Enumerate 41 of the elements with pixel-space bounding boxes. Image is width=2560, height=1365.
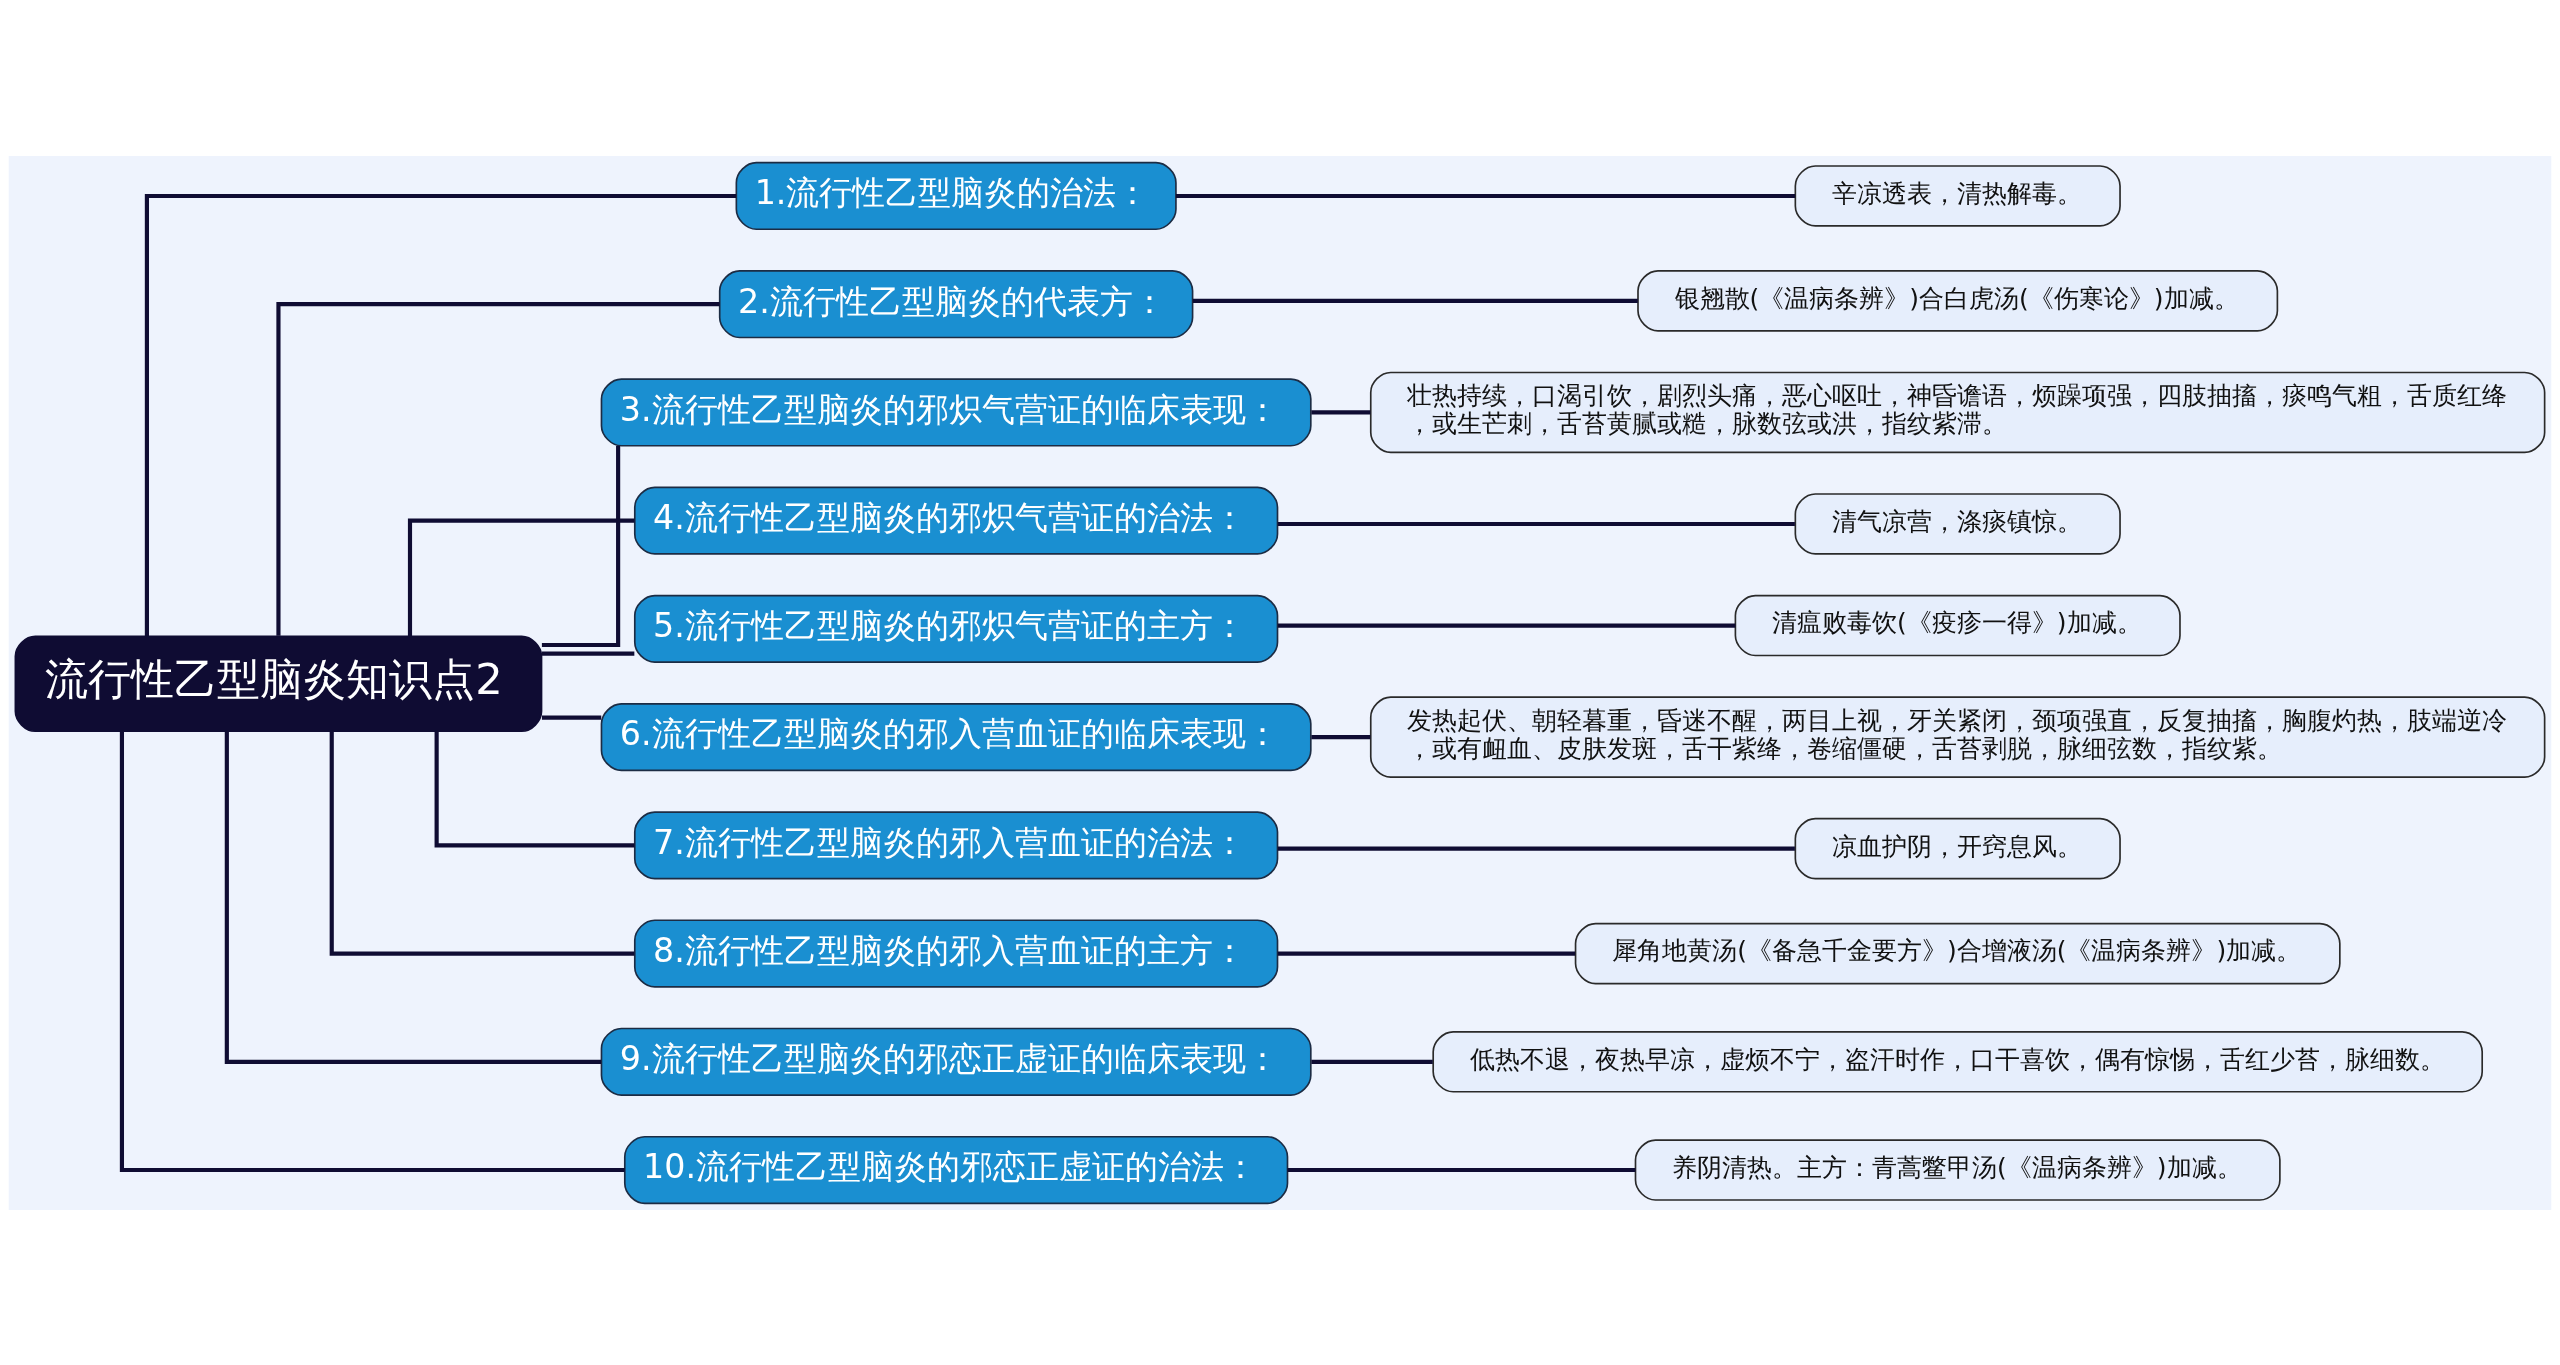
node-box: 8.流行性乙型脑炎的邪入营血证的主方： xyxy=(633,918,1279,988)
connector xyxy=(224,731,602,1064)
connector xyxy=(1277,951,1576,956)
node-box: 7.流行性乙型脑炎的邪入营血证的治法： xyxy=(633,810,1279,879)
node-box: 2.流行性乙型脑炎的代表方： xyxy=(718,269,1194,338)
connector xyxy=(1287,1167,1636,1172)
node-box: 5.流行性乙型脑炎的邪炽气营证的主方： xyxy=(633,594,1279,663)
connector xyxy=(1311,409,1371,414)
node-box: 9.流行性乙型脑炎的邪恋正虚证的临床表现： xyxy=(600,1027,1312,1096)
connector xyxy=(1277,846,1795,851)
connector xyxy=(119,730,625,1172)
connector xyxy=(1175,193,1796,198)
connector xyxy=(434,730,635,847)
connector xyxy=(329,730,635,956)
connector xyxy=(541,651,635,656)
connector xyxy=(1277,521,1795,526)
node-box: 清瘟败毒饮(《疫疹一得》)加减。 xyxy=(1734,594,2181,656)
node-box: 银翘散(《温病条辨》)合白虎汤(《伤寒论》)加减。 xyxy=(1637,269,2279,332)
connector xyxy=(407,518,635,636)
node-box: 6.流行性乙型脑炎的邪入营血证的临床表现： xyxy=(600,702,1312,771)
node-box: 辛凉透表，清热解毒。 xyxy=(1794,164,2121,227)
node-box: 1.流行性乙型脑炎的治法： xyxy=(735,161,1177,230)
node-box: 犀角地黄汤(《备急千金要方》)合增液汤(《温病条辨》)加减。 xyxy=(1574,922,2341,984)
node-box: 壮热持续，口渴引饮，剧烈头痛，恶心呕吐，神昏谵语，烦躁项强，四肢抽搐，痰鸣气粗，舌质红绛，或生芒刺，舌苔黄腻或糙，脉数弦或洪，指纹紫滞。 xyxy=(1369,371,2546,453)
node-box: 发热起伏、朝轻暮重，昏迷不醒，两目上视，牙关紧闭，颈项强直，反复抽搐，胸腹灼热，肢端逆冷，或有衄血、皮肤发斑，舌干紫绛，卷缩僵硬，舌苔剥脱，脉细弦数，指纹紫。 xyxy=(1369,695,2546,778)
node-box: 养阴清热。主方：青蒿鳖甲汤(《温病条辨》)加减。 xyxy=(1634,1138,2281,1201)
node-box: 清气凉营，涤痰镇惊。 xyxy=(1794,492,2121,555)
connector xyxy=(144,193,737,636)
node-box: 凉血护阴，开窍息风。 xyxy=(1794,817,2121,879)
node-box: 流行性乙型脑炎知识点2 xyxy=(14,635,543,732)
node-box: 3.流行性乙型脑炎的邪炽气营证的临床表现： xyxy=(600,377,1312,447)
node-box: 4.流行性乙型脑炎的邪炽气营证的治法： xyxy=(633,486,1279,555)
node-box: 10.流行性乙型脑炎的邪恋正虚证的治法： xyxy=(623,1135,1289,1204)
node-box: 低热不退，夜热早凉，虚烦不宁，盗汗时作，口干喜饮，偶有惊惕，舌红少苔，脉细数。 xyxy=(1432,1030,2484,1093)
connector xyxy=(1311,1059,1433,1064)
connector xyxy=(1277,622,1736,628)
connector xyxy=(1311,734,1371,739)
connector xyxy=(541,445,621,647)
connector xyxy=(541,714,602,720)
connector xyxy=(1192,298,1638,303)
connector xyxy=(276,301,720,636)
